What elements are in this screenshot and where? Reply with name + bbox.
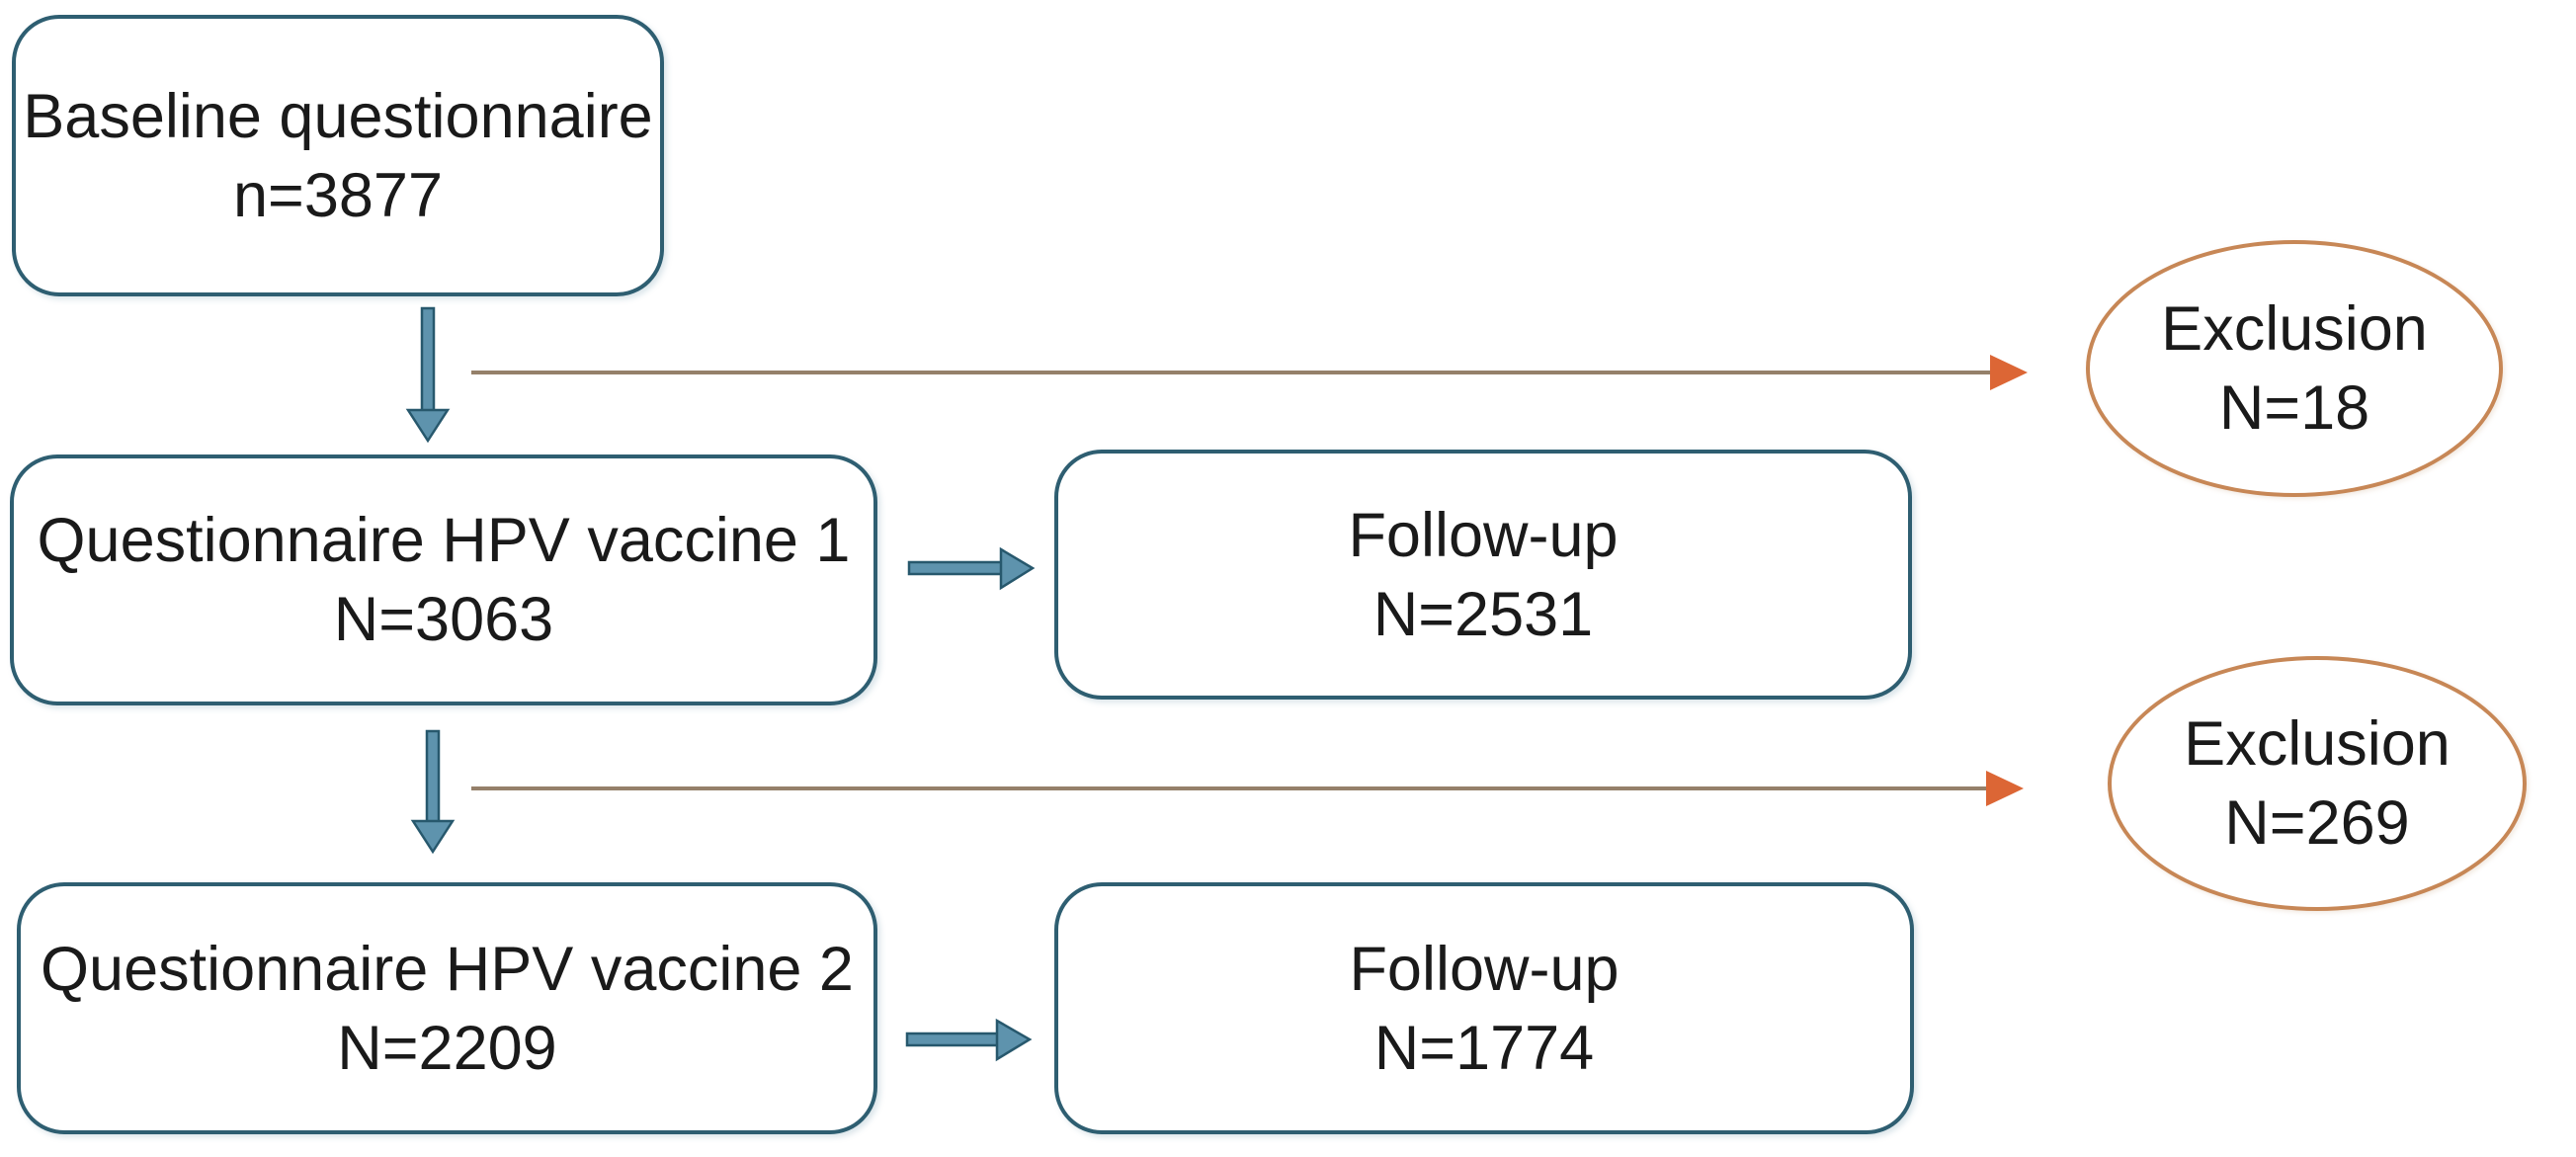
questionnaire-hpv-vaccine-1-box: Questionnaire HPV vaccine 1 N=3063	[10, 455, 877, 705]
arrow-head	[995, 1018, 1033, 1062]
exclusion-1-label: Exclusion	[2161, 294, 2428, 364]
baseline-questionnaire-label: Baseline questionnaire	[23, 81, 653, 151]
arrow-down-q1-to-q2	[410, 729, 456, 855]
arrow-head	[1990, 355, 2028, 390]
followup-1-box: Follow-up N=2531	[1054, 450, 1912, 700]
exclusion-1-ellipse: Exclusion N=18	[2086, 240, 2503, 497]
followup-2-label: Follow-up	[1349, 934, 1620, 1004]
arrow-right-q1-to-followup1	[907, 546, 1036, 591]
followup-2-box: Follow-up N=1774	[1054, 882, 1914, 1134]
arrow-right-exclusion-1	[471, 355, 2028, 390]
baseline-questionnaire-box: Baseline questionnaire n=3877	[12, 15, 664, 296]
followup-1-count: N=2531	[1372, 579, 1594, 649]
arrow-shaft	[907, 560, 1004, 576]
followup-1-label: Follow-up	[1348, 500, 1619, 570]
arrow-shaft	[425, 729, 441, 824]
arrow-right-q2-to-followup2	[905, 1018, 1033, 1062]
followup-2-count: N=1774	[1373, 1013, 1595, 1083]
questionnaire-hpv-vaccine-2-box: Questionnaire HPV vaccine 2 N=2209	[17, 882, 877, 1134]
exclusion-2-ellipse: Exclusion N=269	[2108, 656, 2527, 911]
questionnaire-1-count: N=3063	[333, 585, 554, 654]
exclusion-2-label: Exclusion	[2184, 709, 2451, 779]
questionnaire-2-count: N=2209	[337, 1013, 557, 1083]
questionnaire-1-label: Questionnaire HPV vaccine 1	[37, 506, 851, 575]
arrow-shaft	[905, 1032, 1000, 1047]
arrow-head	[1986, 771, 2024, 806]
exclusion-2-count: N=269	[2224, 788, 2410, 858]
arrow-shaft	[420, 306, 436, 413]
questionnaire-2-label: Questionnaire HPV vaccine 2	[41, 934, 854, 1004]
arrow-head	[999, 546, 1036, 591]
arrow-head	[405, 408, 451, 444]
exclusion-1-count: N=18	[2218, 373, 2370, 443]
arrow-right-exclusion-2	[471, 771, 2024, 806]
arrow-head	[410, 819, 456, 855]
baseline-questionnaire-count: n=3877	[233, 160, 443, 230]
arrow-down-baseline-to-q1	[405, 306, 451, 444]
